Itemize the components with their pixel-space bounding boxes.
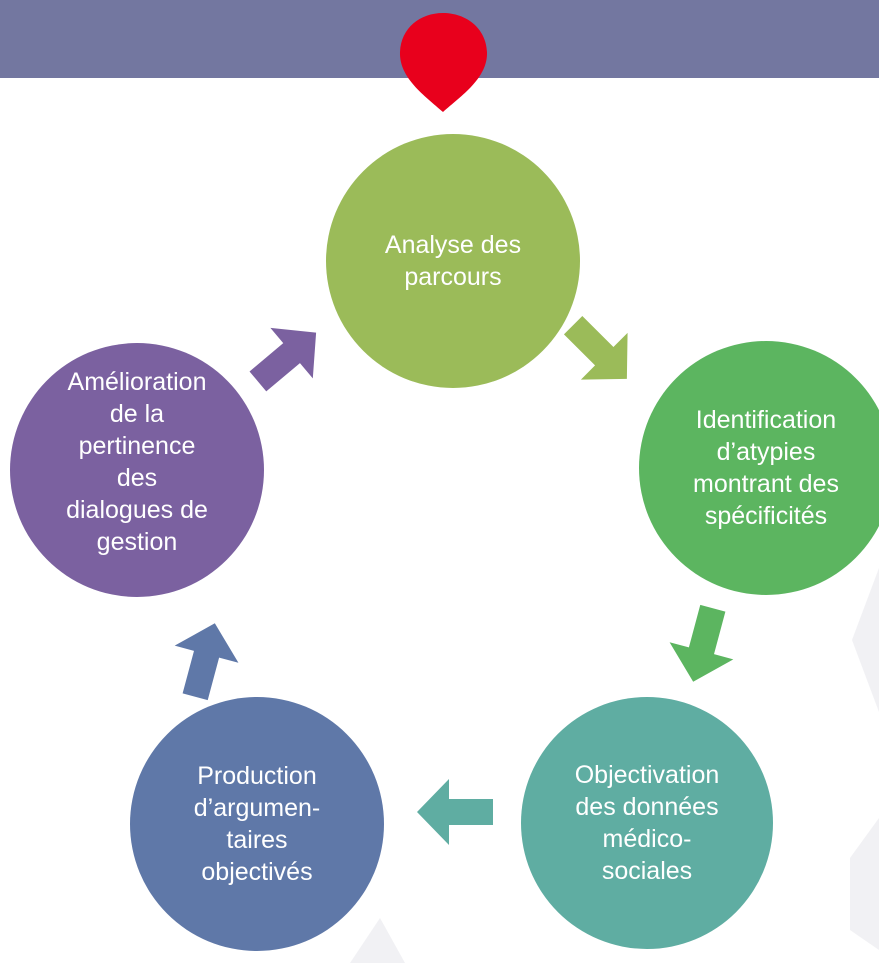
arrow-analyse-to-identification bbox=[563, 315, 628, 380]
node-production-argumentaires: Production d’argumen- taires objectivés bbox=[130, 697, 384, 951]
arrow-production-to-amelioration bbox=[174, 623, 239, 701]
arrow-identification-to-objectivation bbox=[669, 604, 734, 682]
node-identification-atypies: Identification d’atypies montrant des sp… bbox=[639, 341, 879, 595]
node-label-identification: Identification d’atypies montrant des sp… bbox=[693, 406, 839, 530]
node-label-analyse: Analyse des parcours bbox=[384, 231, 522, 291]
node-analyse-parcours: Analyse des parcours bbox=[326, 134, 580, 388]
background-hexagon-bottom bbox=[350, 918, 405, 963]
background-hexagon-bottom-right bbox=[850, 818, 879, 950]
node-label-production: Production d’argumen- taires objectivés bbox=[193, 762, 321, 886]
node-objectivation-donnees: Objectivation des données médico- social… bbox=[521, 697, 773, 949]
background-hexagon-right bbox=[852, 568, 879, 712]
arrow-objectivation-to-production bbox=[417, 779, 493, 845]
node-amelioration-pertinence: Amélioration de la pertinence des dialog… bbox=[10, 343, 264, 597]
node-label-amelioration: Amélioration de la pertinence des dialog… bbox=[66, 368, 208, 556]
arrow-amelioration-to-analyse bbox=[249, 327, 317, 392]
node-label-objectivation: Objectivation des données médico- social… bbox=[574, 761, 720, 885]
